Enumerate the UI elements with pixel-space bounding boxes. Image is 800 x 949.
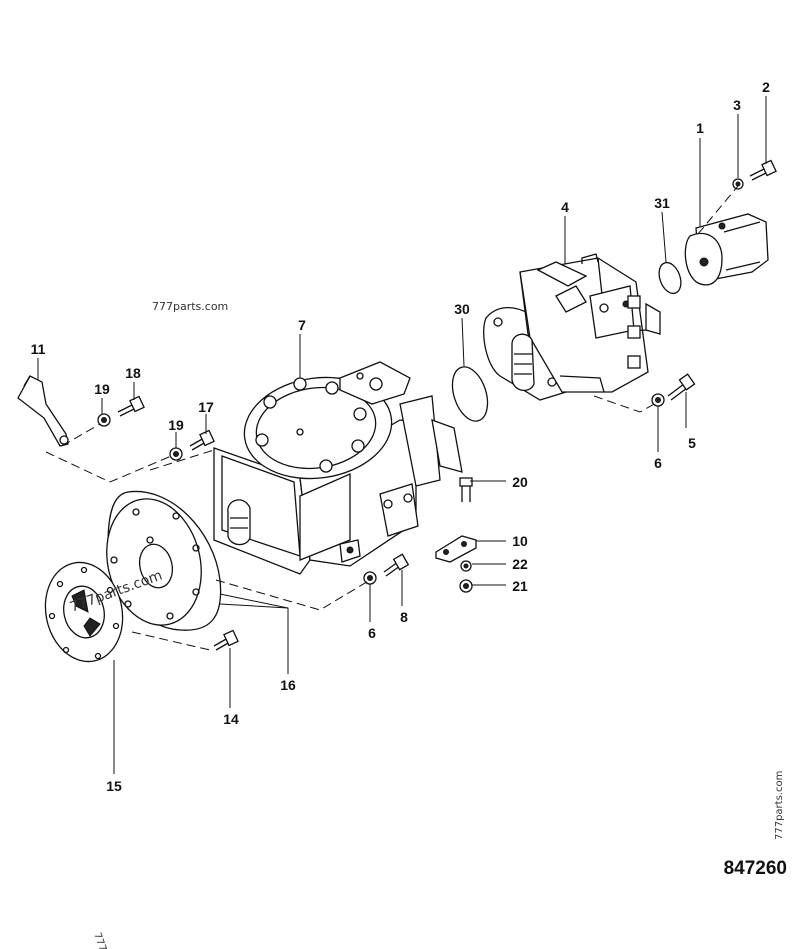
label-4: 4: [561, 199, 569, 215]
label-1: 1: [696, 120, 704, 136]
label-19-left: 19: [94, 381, 110, 397]
label-17: 17: [198, 399, 214, 415]
watermark-corner: 777: [91, 931, 108, 949]
nut-part-19-left[interactable]: [97, 413, 111, 427]
clamp-part-10[interactable]: [435, 535, 477, 563]
washer-part-22[interactable]: [460, 560, 472, 572]
nut-part-6-right[interactable]: [651, 393, 665, 407]
label-16: 16: [280, 677, 296, 693]
label-2: 2: [762, 79, 770, 95]
bolt-part-14[interactable]: [213, 629, 239, 651]
label-10: 10: [512, 533, 528, 549]
label-22: 22: [512, 556, 528, 572]
label-15: 15: [106, 778, 122, 794]
bolt-part-5[interactable]: [667, 373, 696, 401]
assembly-dash-lines: [45, 185, 739, 651]
bolt-part-2[interactable]: [749, 159, 777, 181]
o-ring-part-30[interactable]: [446, 362, 494, 425]
nut-part-21[interactable]: [459, 579, 473, 593]
label-7: 7: [298, 317, 306, 333]
washer-part-3[interactable]: [732, 178, 744, 190]
bolt-part-8[interactable]: [383, 553, 410, 577]
hydraulic-pump-part-4[interactable]: [483, 253, 661, 401]
gear-pump-part-1[interactable]: [684, 213, 769, 286]
o-ring-part-31[interactable]: [655, 260, 685, 297]
drawing-number: 847260: [724, 858, 787, 879]
bolt-part-17[interactable]: [189, 429, 215, 451]
label-31: 31: [654, 195, 670, 211]
watermark-side: 777parts.com: [774, 771, 785, 840]
flex-plate-part-15[interactable]: [36, 555, 131, 669]
main-pump-body-part-7[interactable]: [213, 361, 463, 575]
bolt-part-18[interactable]: [117, 395, 145, 417]
leader-lines: [37, 96, 767, 774]
screw-part-20[interactable]: [459, 477, 473, 502]
label-5: 5: [688, 435, 696, 451]
label-3: 3: [733, 97, 741, 113]
label-20: 20: [512, 474, 528, 490]
label-6-left: 6: [368, 625, 376, 641]
watermark-top: 777parts.com: [152, 300, 228, 313]
label-14: 14: [223, 711, 239, 727]
bracket-part-11[interactable]: [17, 375, 69, 447]
flywheel-housing-part-16[interactable]: [94, 489, 222, 635]
label-19-right: 19: [168, 417, 184, 433]
label-18: 18: [125, 365, 141, 381]
label-6-right: 6: [654, 455, 662, 471]
label-30: 30: [454, 301, 470, 317]
label-11: 11: [31, 341, 46, 357]
label-21: 21: [512, 578, 528, 594]
nut-part-6-left[interactable]: [363, 571, 377, 585]
label-8: 8: [400, 609, 408, 625]
